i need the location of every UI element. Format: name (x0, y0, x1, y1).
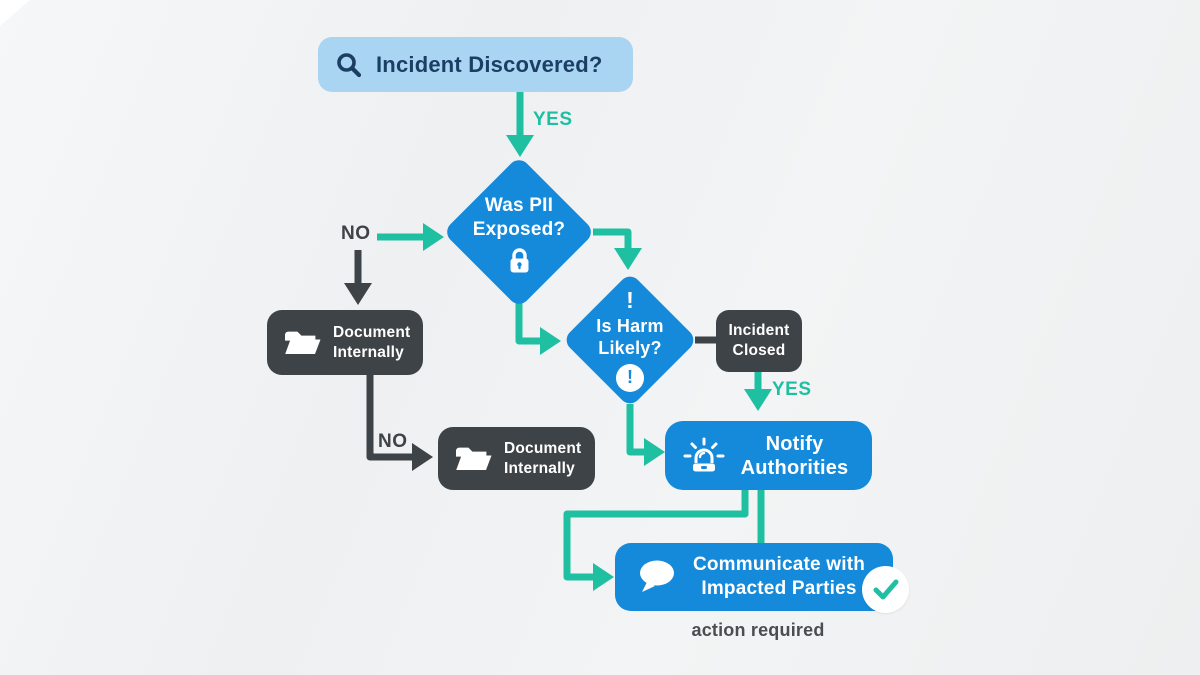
folder-icon (285, 331, 321, 354)
speech-bubble-icon (640, 560, 674, 592)
arrowhead-down-icon (344, 283, 372, 305)
node-document-internally-2: Document Internally (438, 427, 595, 490)
search-icon (337, 52, 362, 77)
node-label: Incident Discovered? (376, 51, 603, 77)
edge-pii-right-to-harm-top (593, 228, 632, 250)
edge-harm-to-notify (626, 404, 646, 456)
node-label: Incident Closed (728, 322, 790, 359)
edge-pii-bottom-to-harm-left (515, 303, 542, 345)
node-notify-authorities: Notify Authorities (665, 421, 872, 490)
check-badge (862, 566, 909, 613)
edge-label-yes: YES (533, 109, 573, 130)
arrowhead-right-icon (423, 223, 444, 251)
arrowhead-down-icon (744, 389, 772, 411)
arrowhead-down-icon (506, 135, 534, 157)
folder-icon (456, 447, 492, 470)
node-document-internally-1: Document Internally (267, 310, 423, 375)
edge-document1-to-document2 (366, 375, 414, 461)
arrowhead-right-icon (540, 327, 561, 355)
arrowhead-right-icon (593, 563, 614, 591)
node-label: Communicate with Impacted Parties (692, 554, 866, 599)
node-incident-closed: Incident Closed (716, 310, 802, 372)
caption-action-required: action required (691, 620, 825, 640)
teal-arrowheads (423, 135, 772, 591)
edge-label-no: NO (378, 431, 408, 452)
arrowhead-right-icon (412, 443, 433, 471)
node-label: Document Internally (333, 323, 411, 361)
siren-icon (683, 437, 725, 471)
check-icon (873, 579, 898, 599)
node-communicate-impacted-parties: Communicate with Impacted Parties (615, 543, 893, 611)
node-incident-discovered: Incident Discovered? (318, 37, 633, 92)
edge-label-yes: YES (772, 379, 812, 400)
edge-label-no: NO (341, 223, 371, 244)
arrowhead-down-icon (614, 248, 642, 270)
edge-notify-to-communicate-left (563, 488, 749, 581)
dark-arrowheads (344, 283, 433, 471)
arrowhead-right-icon (644, 438, 665, 466)
node-label: Notify Authorities (740, 432, 849, 479)
node-label: Document Internally (504, 439, 582, 477)
